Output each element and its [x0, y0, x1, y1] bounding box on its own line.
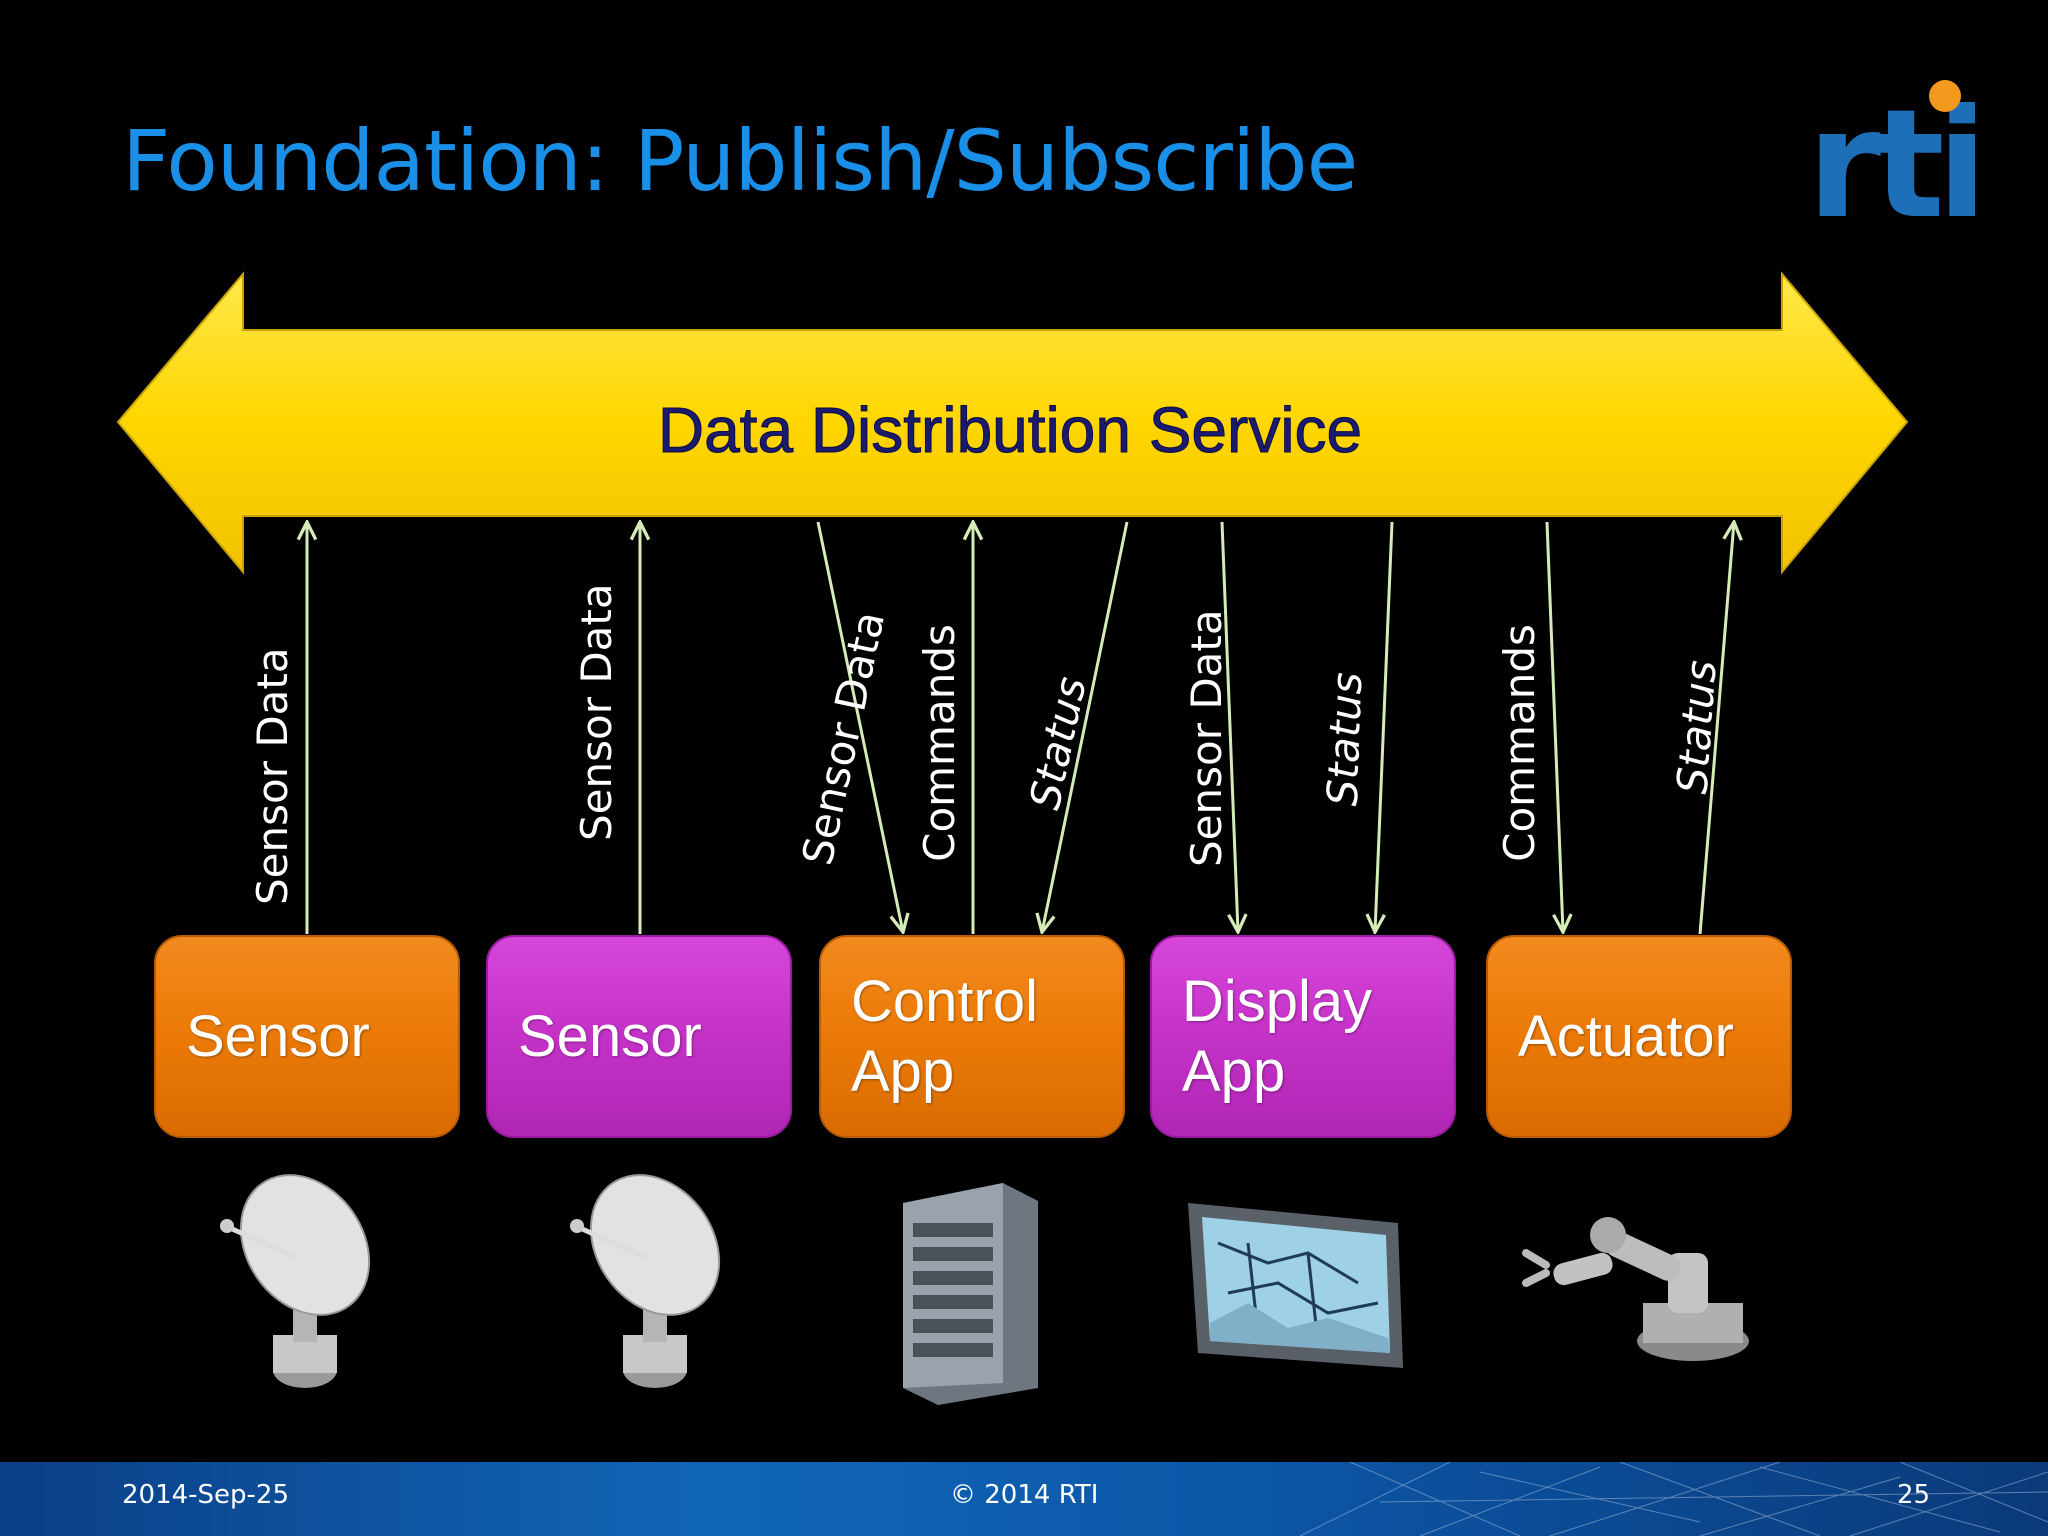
node-label: Actuator	[1518, 1003, 1734, 1069]
server-tower-icon	[903, 1183, 1038, 1405]
robot-arm-icon	[1522, 1217, 1749, 1361]
flow-arrow-8	[1545, 521, 1563, 932]
node-sensor-1: Sensor	[154, 935, 460, 1138]
flow-label-8: Commands	[1495, 624, 1544, 862]
map-display-icon	[1188, 1203, 1403, 1368]
node-label-line-2: App	[851, 1038, 955, 1104]
node-label-line-1: Display	[1182, 968, 1373, 1034]
node-label-line-2: App	[1182, 1038, 1286, 1104]
flow-arrow-3	[816, 521, 903, 932]
node-sensor-2: Sensor	[486, 935, 792, 1138]
satellite-dish-icon	[570, 1174, 721, 1388]
footer-date: 2014-Sep-25	[122, 1480, 290, 1510]
flow-label-7: Status	[1317, 671, 1372, 807]
node-display-app: Display App	[1150, 935, 1456, 1138]
node-actuator: Actuator	[1486, 935, 1792, 1138]
flow-label-6: Sensor Data	[1182, 609, 1231, 867]
flow-arrow-5	[1042, 521, 1129, 932]
satellite-dish-icon	[220, 1174, 371, 1388]
footer-copyright: © 2014 RTI	[950, 1480, 1099, 1510]
flow-arrow-7	[1375, 521, 1394, 932]
flow-label-2: Sensor Data	[572, 583, 621, 841]
slide-footer: 2014-Sep-25 © 2014 RTI 25	[0, 1462, 2048, 1536]
flow-label-9: Status	[1667, 658, 1726, 796]
node-label: Sensor	[186, 1003, 370, 1069]
node-label: Sensor	[518, 1003, 702, 1069]
slide-title: Foundation: Publish/Subscribe	[122, 112, 1358, 210]
dds-bus-label: Data Distribution Service	[658, 394, 1362, 466]
flow-arrow-9	[1698, 522, 1734, 935]
flow-label-4: Commands	[915, 624, 964, 862]
node-control-app: Control App	[819, 935, 1125, 1138]
flow-arrow-6	[1220, 521, 1238, 932]
rti-logo: rti	[1805, 78, 1988, 252]
node-label-line-1: Control	[851, 968, 1038, 1034]
flow-label-1: Sensor Data	[248, 647, 297, 905]
svg-text:rti: rti	[1807, 78, 1975, 228]
dds-bus-arrow	[116, 271, 1909, 575]
page-number: 25	[1897, 1480, 1931, 1510]
